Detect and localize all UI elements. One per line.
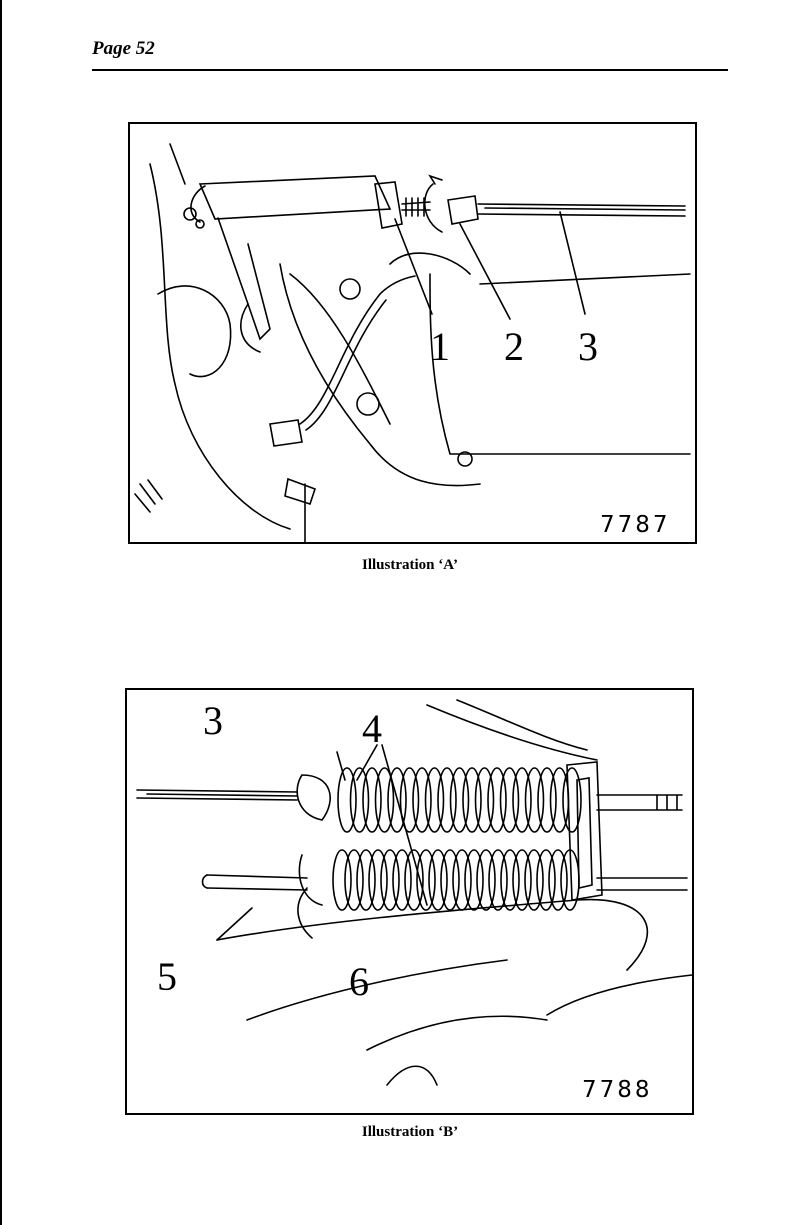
spring-coil — [404, 849, 424, 911]
illustration-b-drawing: 3 4 5 6 7788 — [136, 698, 692, 1103]
caption-b: Illustration ‘B’ — [361, 1124, 459, 1140]
spring-coil — [487, 767, 507, 833]
callout-1: 1 — [430, 324, 450, 369]
callout-4: 4 — [362, 706, 382, 751]
spring-coil — [512, 767, 532, 833]
spring-coil — [387, 767, 407, 833]
spring-coil — [424, 767, 445, 833]
spring-coil — [380, 849, 400, 911]
spring-coil — [524, 849, 544, 911]
spring-coil — [488, 849, 508, 911]
spring-coil — [428, 849, 448, 911]
illustration-a-drawing: 1 2 3 7787 — [134, 143, 691, 542]
page-edge-line — [0, 0, 2, 1225]
figure-number: 7788 — [582, 1077, 653, 1103]
spring-coil — [392, 849, 412, 911]
spring-coil — [474, 767, 495, 833]
spring-coil — [464, 849, 484, 911]
spring-coil — [452, 849, 472, 911]
callout-2: 2 — [504, 324, 524, 369]
spring-coil — [462, 767, 482, 833]
caption-a: Illustration ‘A’ — [362, 557, 458, 573]
illustration-a: 1 2 3 7787 — [128, 122, 697, 544]
spring-coil — [362, 767, 382, 833]
spring-coil — [537, 767, 557, 833]
spring-coil — [374, 767, 395, 833]
spring-coil — [548, 849, 568, 911]
spring-coil — [536, 849, 556, 911]
spring-coil — [437, 767, 457, 833]
figure-number: 7787 — [600, 512, 671, 538]
callout-3: 3 — [203, 698, 223, 743]
spring-coil — [356, 849, 376, 911]
spring-coil — [524, 767, 545, 833]
spring-coil — [399, 767, 420, 833]
spring-coil — [416, 849, 436, 911]
callout-6: 6 — [349, 959, 369, 1004]
spring-coil — [500, 849, 520, 911]
spring-coil — [332, 849, 352, 911]
spring-coil — [562, 767, 582, 833]
spring-coil — [337, 767, 357, 833]
spring-coil — [349, 767, 370, 833]
spring-coil — [476, 849, 496, 911]
illustration-b: 3 4 5 6 7788 — [125, 688, 694, 1115]
spring-coil — [440, 849, 460, 911]
spring-coil — [499, 767, 520, 833]
header-rule — [92, 69, 728, 71]
spring-coil — [512, 849, 532, 911]
spring-coil — [449, 767, 470, 833]
spring-coil — [412, 767, 432, 833]
callout-5: 5 — [157, 954, 177, 999]
spring-coil — [368, 849, 388, 911]
callout-3: 3 — [578, 324, 598, 369]
spring-coil — [344, 849, 364, 911]
page-header: Page 52 — [92, 38, 155, 59]
